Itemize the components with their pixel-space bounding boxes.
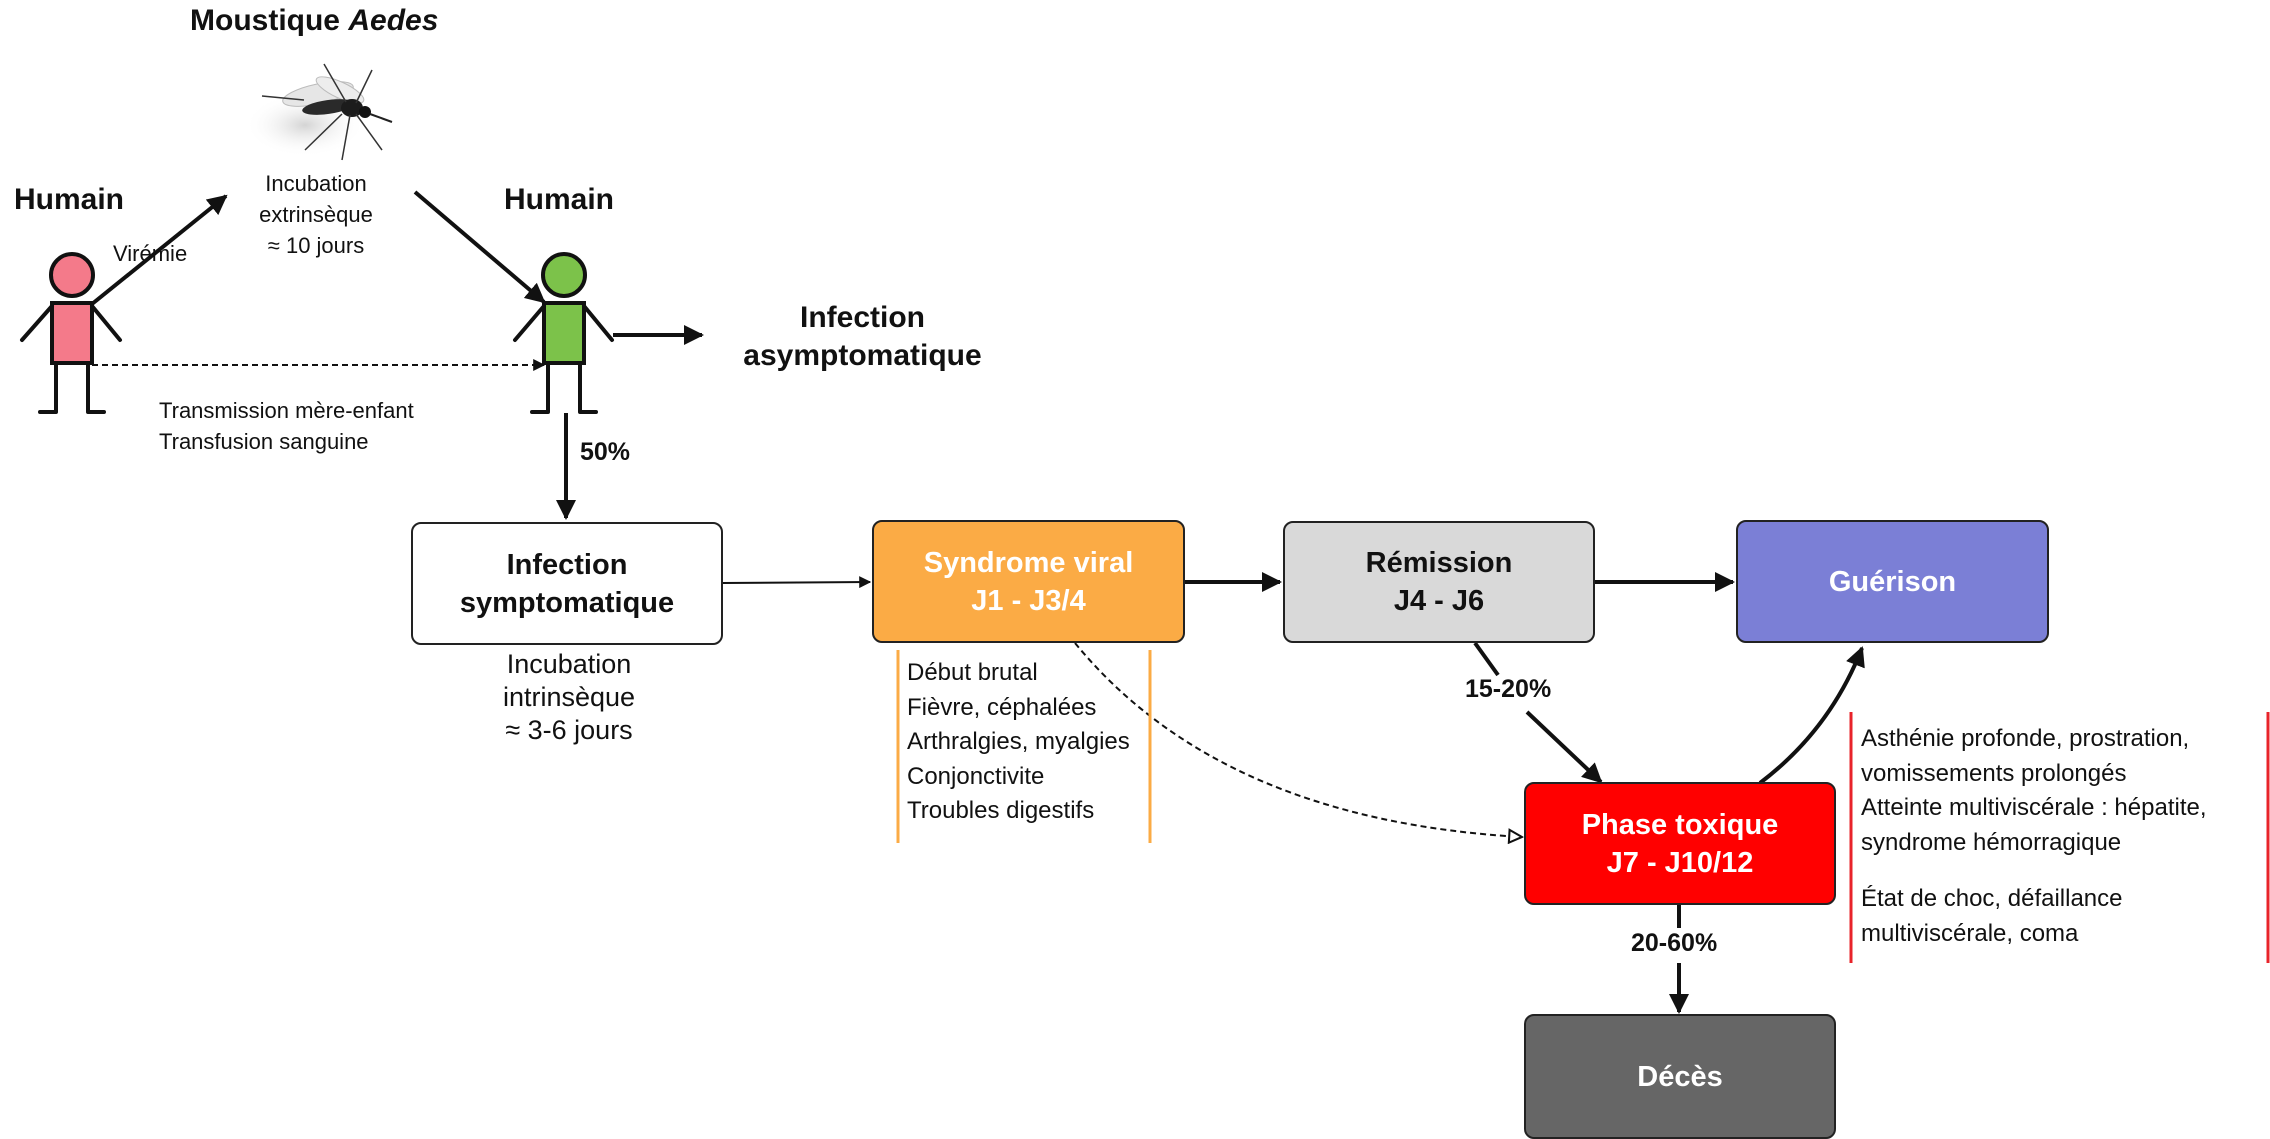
box-line: J4 - J6 — [1393, 585, 1485, 617]
extrinsic-incubation-line: extrinsèque — [259, 202, 373, 227]
symptom-item: Troubles digestifs — [907, 797, 1095, 824]
box-line: J1 - J3/4 — [971, 584, 1086, 617]
symptom-item: vomissements prolongés — [1861, 759, 2127, 787]
mosquito-genus: Aedes — [348, 4, 439, 37]
box-line: Syndrome viral — [923, 546, 1134, 579]
intrinsic-incubation-line: ≈ 3-6 jours — [505, 715, 633, 745]
toxic-phase-box: Phase toxique J7 - J10/12 — [1524, 782, 1836, 905]
symptom-item: Conjonctivite — [907, 762, 1045, 790]
transmission-label: Transmission mère-enfant Transfusion san… — [159, 395, 414, 457]
extrinsic-incubation: Incubation extrinsèque ≈ 10 jours — [246, 168, 386, 261]
asymptomatic-label: Infection asymptomatique — [725, 299, 1000, 375]
asymptomatic-line: asymptomatique — [743, 339, 982, 372]
extrinsic-incubation-line: Incubation — [265, 171, 367, 196]
viral-syndrome-box: Syndrome viral J1 - J3/4 — [872, 520, 1185, 643]
symptom-item: État de choc, défaillance — [1861, 885, 2123, 912]
viral-symptoms-list: Début brutal Fièvre, céphalées Arthralgi… — [907, 656, 1130, 829]
mosquito-icon — [245, 63, 393, 161]
toxic-symptoms-list: Asthénie profonde, prostration, vomissem… — [1861, 722, 2207, 951]
intrinsic-incubation: Incubation intrinsèque ≈ 3-6 jours — [430, 648, 708, 747]
transmission-line: Transmission mère-enfant — [159, 398, 414, 423]
toxic-percentage: 15-20% — [1465, 675, 1552, 703]
symptom-item: Atteinte multiviscérale : hépatite, — [1861, 794, 2207, 821]
box-line: Guérison — [1828, 565, 1957, 598]
intrinsic-incubation-line: Incubation — [506, 649, 632, 679]
symptomatic-infection-box: Infection symptomatique — [411, 522, 723, 645]
death-percentage: 20-60% — [1631, 929, 1718, 957]
healing-box: Guérison — [1736, 520, 2049, 643]
asymptomatic-line: Infection — [800, 301, 925, 334]
intrinsic-incubation-line: intrinsèque — [502, 682, 636, 712]
symptom-item: Asthénie profonde, prostration, — [1861, 725, 2190, 752]
human-infected-icon — [20, 252, 122, 414]
box-line: J7 - J10/12 — [1606, 846, 1754, 879]
box-line: Rémission — [1365, 547, 1513, 579]
death-box: Décès — [1524, 1014, 1836, 1139]
symptom-item: Arthralgies, myalgies — [907, 728, 1130, 755]
symptom-item: Début brutal — [907, 659, 1038, 686]
viremia-label: Virémie — [113, 241, 188, 266]
extrinsic-incubation-line: ≈ 10 jours — [267, 233, 365, 258]
human-right-label: Humain — [504, 183, 615, 216]
symptomatic-percentage: 50% — [580, 438, 631, 466]
symptom-item: Fièvre, céphalées — [907, 693, 1097, 721]
symptom-item: multiviscérale, coma — [1861, 919, 2079, 947]
mosquito-title: Moustique Aedes — [190, 4, 438, 38]
remission-box: Rémission J4 - J6 — [1283, 521, 1595, 643]
human-new-host-icon — [513, 252, 614, 414]
box-line: symptomatique — [459, 586, 675, 619]
transmission-line: Transfusion sanguine — [159, 429, 369, 454]
symptom-item: syndrome hémorragique — [1861, 828, 2122, 856]
human-left-label: Humain — [14, 183, 125, 216]
box-line: Infection — [506, 548, 628, 581]
mosquito-title-prefix: Moustique — [190, 4, 340, 37]
box-line: Décès — [1637, 1060, 1723, 1093]
box-line: Phase toxique — [1581, 808, 1779, 841]
